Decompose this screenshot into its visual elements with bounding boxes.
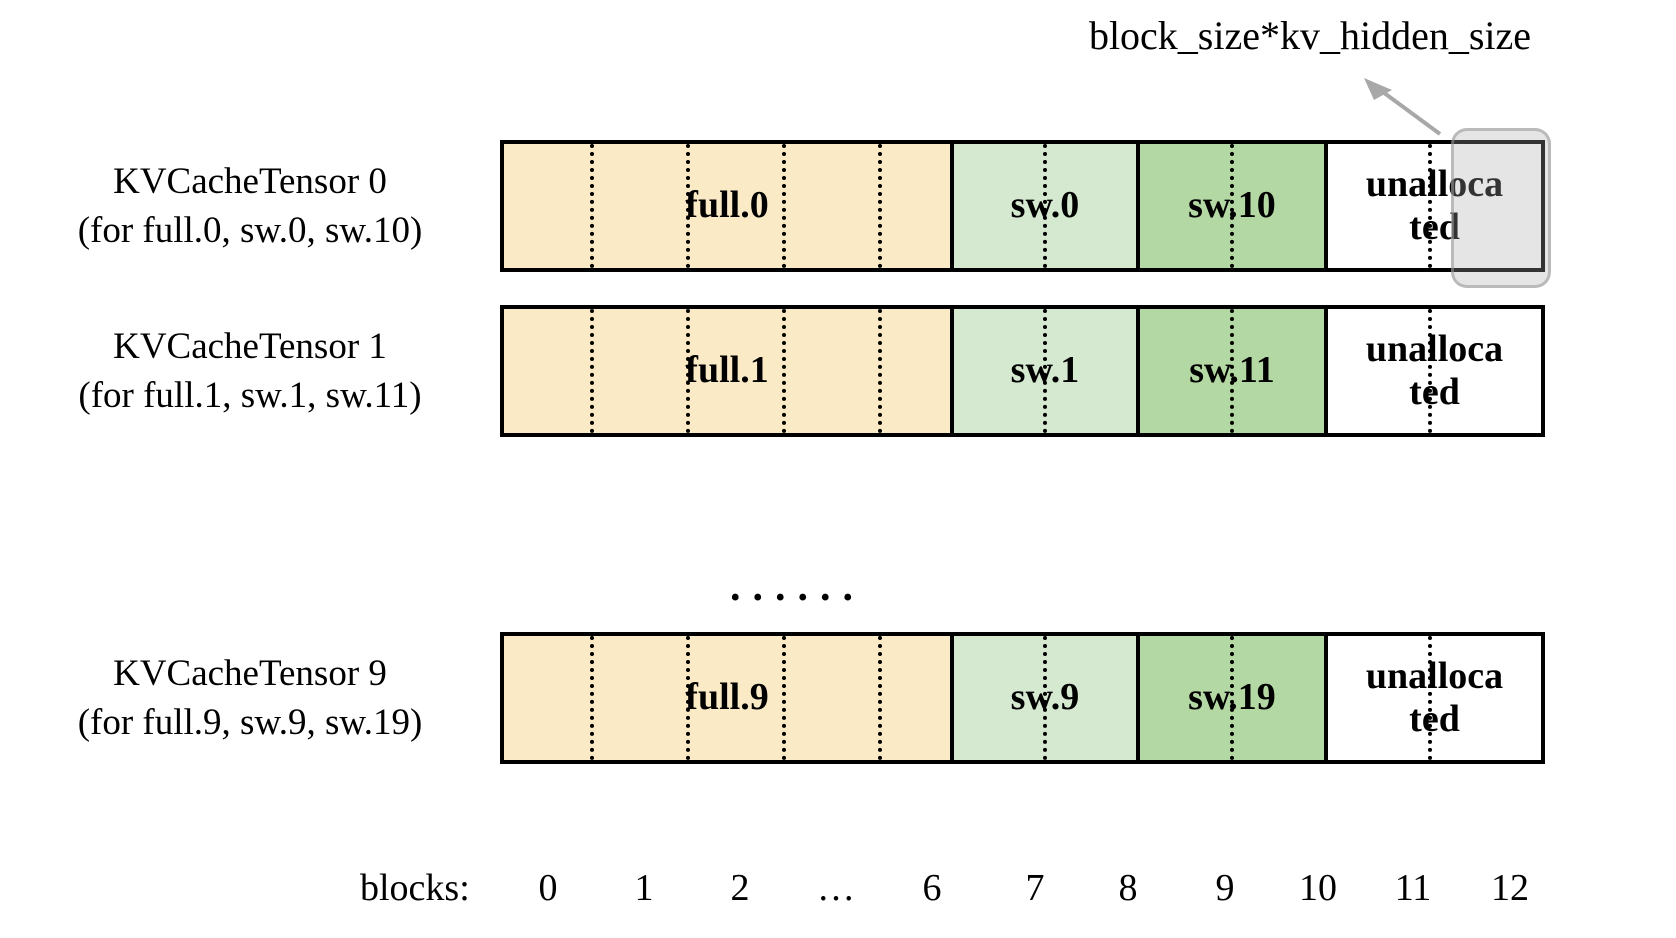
segment-label: sw.10 xyxy=(1188,184,1276,227)
segment-sliding-window-light[interactable]: sw.1 xyxy=(954,309,1140,433)
axis-tick: 9 xyxy=(1215,867,1235,909)
segment-label: unalloca ted xyxy=(1366,328,1503,413)
row-label: KVCacheTensor 9 (for full.9, sw.9, sw.19… xyxy=(20,650,480,748)
segment-sliding-window-dark[interactable]: sw.19 xyxy=(1140,636,1328,760)
segment-label: full.0 xyxy=(685,184,769,227)
segment-unallocated[interactable]: unalloca ted xyxy=(1328,636,1541,760)
segment-label-line2: ted xyxy=(1409,371,1460,413)
segment-sliding-window-dark[interactable]: sw.11 xyxy=(1140,309,1328,433)
row-label: KVCacheTensor 1 (for full.1, sw.1, sw.11… xyxy=(20,323,480,421)
axis-tick: 8 xyxy=(1118,867,1138,909)
axis-title: blocks: xyxy=(360,867,470,909)
kv-cache-tensor-bar[interactable]: full.0 sw.0 sw.10 unalloca ted xyxy=(500,140,1545,272)
row-label-line2: (for full.9, sw.9, sw.19) xyxy=(77,701,423,743)
axis-tick: 10 xyxy=(1299,867,1337,909)
axis-tick: 2 xyxy=(730,867,750,909)
axis-tick: … xyxy=(817,867,855,909)
segment-label: full.1 xyxy=(685,349,769,392)
segment-label: sw.11 xyxy=(1189,349,1275,392)
row-label-line2: (for full.1, sw.1, sw.11) xyxy=(78,374,422,416)
segment-label-line1: unalloca xyxy=(1365,163,1504,206)
callout-label-block-size: block_size*kv_hidden_size xyxy=(1088,13,1532,58)
segment-label: sw.1 xyxy=(1010,349,1080,392)
row-label-line1: KVCacheTensor 9 xyxy=(113,653,387,694)
segment-unallocated[interactable]: unalloca ted xyxy=(1328,144,1541,268)
segment-label-line2: ted xyxy=(1409,698,1460,740)
row-label-line2: (for full.0, sw.0, sw.10) xyxy=(77,209,423,251)
segment-label: sw.19 xyxy=(1188,676,1276,719)
callout-arrow-icon xyxy=(1364,78,1442,136)
kv-cache-tensor-bar[interactable]: full.1 sw.1 sw.11 unalloca ted xyxy=(500,305,1545,437)
axis-tick: 11 xyxy=(1394,867,1432,909)
axis-tick: 12 xyxy=(1491,867,1529,909)
segment-label: full.9 xyxy=(685,676,769,719)
row-label: KVCacheTensor 0 (for full.0, sw.0, sw.10… xyxy=(20,158,480,256)
row-label-line1: KVCacheTensor 0 xyxy=(113,161,387,202)
blocks-axis: blocks: 0 1 2 … 6 7 8 9 10 11 12 xyxy=(0,866,1676,926)
segment-label: unalloca ted xyxy=(1366,163,1503,248)
segment-label-line1: unalloca xyxy=(1365,655,1504,698)
segment-sliding-window-light[interactable]: sw.0 xyxy=(954,144,1140,268)
segment-label: sw.9 xyxy=(1010,676,1080,719)
highlight-box-block-11[interactable] xyxy=(1451,128,1551,288)
segment-full-attention[interactable]: full.9 xyxy=(504,636,954,760)
row-label-line1: KVCacheTensor 1 xyxy=(113,326,387,367)
segment-full-attention[interactable]: full.0 xyxy=(504,144,954,268)
segment-label: sw.0 xyxy=(1010,184,1080,227)
segment-label: unalloca ted xyxy=(1366,655,1503,740)
segment-unallocated[interactable]: unalloca ted xyxy=(1328,309,1541,433)
axis-tick: 7 xyxy=(1025,867,1045,909)
axis-tick: 0 xyxy=(538,867,558,909)
segment-full-attention[interactable]: full.1 xyxy=(504,309,954,433)
axis-tick: 6 xyxy=(922,867,942,909)
vertical-continuation-ellipsis: ...... xyxy=(730,564,865,610)
segment-sliding-window-dark[interactable]: sw.10 xyxy=(1140,144,1328,268)
axis-tick: 1 xyxy=(634,867,654,909)
kv-cache-tensor-bar[interactable]: full.9 sw.9 sw.19 unalloca ted xyxy=(500,632,1545,764)
segment-sliding-window-light[interactable]: sw.9 xyxy=(954,636,1140,760)
segment-label-line1: unalloca xyxy=(1365,328,1504,371)
